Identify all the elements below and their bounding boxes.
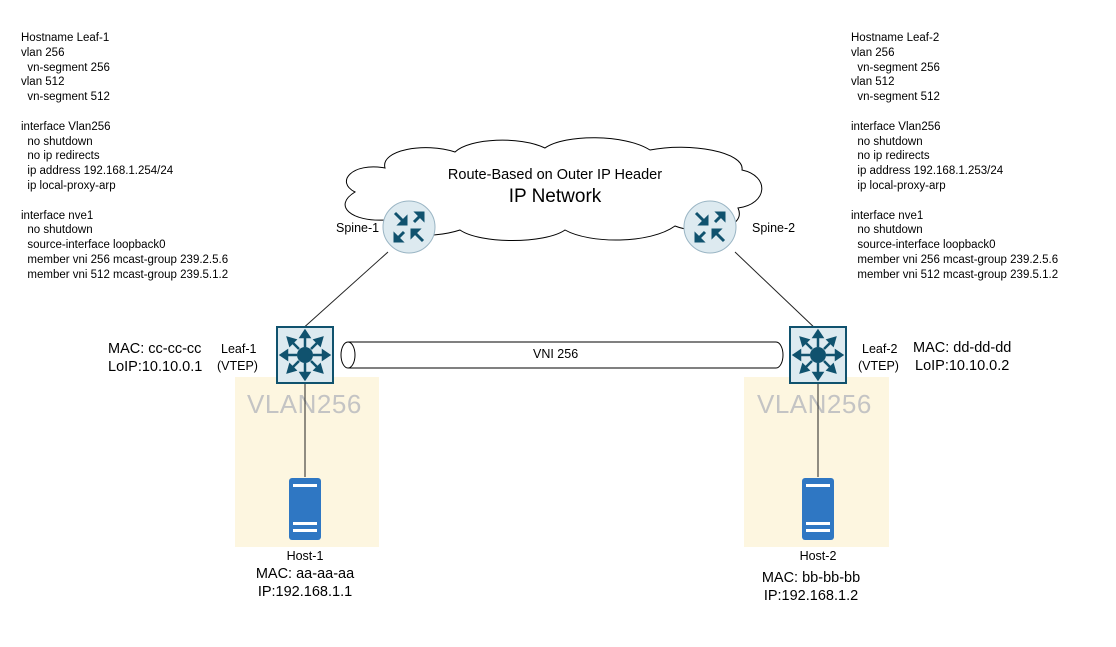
config-line: vn-segment 256: [21, 61, 110, 74]
host2-server-icon[interactable]: [802, 478, 834, 540]
config-line: interface Vlan256: [851, 120, 941, 133]
vni-tunnel: [340, 341, 784, 369]
spine1-label: Spine-1: [336, 221, 380, 235]
host1-name: Host-1: [286, 549, 324, 563]
config-line: member vni 256 mcast-group 239.2.5.6: [851, 253, 1059, 266]
config-line: no ip redirects: [21, 150, 100, 163]
spine2-router-icon[interactable]: [683, 200, 737, 254]
host2-name: Host-2: [799, 549, 837, 563]
cloud-line2: IP Network: [508, 186, 602, 207]
spine2-label: Spine-2: [752, 221, 796, 235]
config-line: vlan 512: [21, 76, 65, 89]
config-line: vlan 256: [851, 46, 895, 59]
tunnel-label: VNI 256: [533, 347, 579, 361]
vlan-label-left: VLAN256: [247, 389, 362, 419]
leaf1-name: Leaf-1: [221, 342, 257, 356]
leaf1-config: Hostname Leaf-1 vlan 256 vn-segment 256 vl…: [21, 31, 228, 283]
config-line: no shutdown: [21, 135, 93, 148]
config-line: ip address 192.168.1.253/24: [851, 165, 1004, 178]
leaf1-loip: LoIP:10.10.0.1: [108, 359, 203, 375]
config-line: ip local-proxy-arp: [851, 179, 946, 192]
config-line: interface nve1: [851, 209, 924, 222]
leaf1-mac: MAC: cc-cc-cc: [108, 341, 202, 357]
config-line: vlan 256: [21, 46, 65, 59]
config-line: interface Vlan256: [21, 120, 111, 133]
config-line: source-interface loopback0: [851, 239, 996, 252]
vlan-label-right: VLAN256: [757, 389, 872, 419]
config-line: [851, 194, 1058, 209]
config-line: [21, 105, 228, 120]
config-line: member vni 512 mcast-group 239.5.1.2: [851, 268, 1059, 281]
config-line: no ip redirects: [851, 150, 930, 163]
config-line: Hostname Leaf-2: [851, 32, 940, 44]
host1-ip: IP:192.168.1.1: [257, 584, 353, 600]
leaf2-name: Leaf-2: [862, 342, 898, 356]
link-spine1-leaf1: [299, 251, 389, 332]
leaf2-mac: MAC: dd-dd-dd: [913, 340, 1012, 356]
config-line: vlan 512: [851, 76, 895, 89]
config-line: vn-segment 256: [851, 61, 940, 74]
host2-ip: IP:192.168.1.2: [763, 588, 859, 604]
config-line: interface nve1: [21, 209, 94, 222]
leaf2-switch-icon[interactable]: [789, 326, 847, 384]
leaf2-config: Hostname Leaf-2 vlan 256 vn-segment 256 vl…: [851, 31, 1058, 283]
config-line: source-interface loopback0: [21, 239, 166, 252]
config-line: no shutdown: [851, 224, 923, 237]
spine1-router-icon[interactable]: [382, 200, 436, 254]
config-line: member vni 512 mcast-group 239.5.1.2: [21, 268, 229, 281]
config-line: no shutdown: [21, 224, 93, 237]
leaf1-switch-icon[interactable]: [276, 326, 334, 384]
leaf2-loip: LoIP:10.10.0.2: [915, 358, 1010, 374]
config-line: no shutdown: [851, 135, 923, 148]
link-spine2-leaf2: [734, 251, 819, 332]
host1-mac: MAC: aa-aa-aa: [255, 566, 355, 582]
config-line: ip address 192.168.1.254/24: [21, 165, 174, 178]
config-line: Hostname Leaf-1: [21, 32, 110, 44]
config-line: [851, 105, 1058, 120]
config-line: vn-segment 512: [21, 91, 110, 104]
host2-mac: MAC: bb-bb-bb: [761, 570, 861, 586]
config-line: member vni 256 mcast-group 239.2.5.6: [21, 253, 229, 266]
host1-server-icon[interactable]: [289, 478, 321, 540]
leaf2-role: (VTEP): [858, 359, 899, 373]
cloud-line1: Route-Based on Outer IP Header: [447, 167, 663, 183]
config-line: ip local-proxy-arp: [21, 179, 116, 192]
leaf1-role: (VTEP): [217, 359, 258, 373]
config-line: vn-segment 512: [851, 91, 940, 104]
config-line: [21, 194, 228, 209]
